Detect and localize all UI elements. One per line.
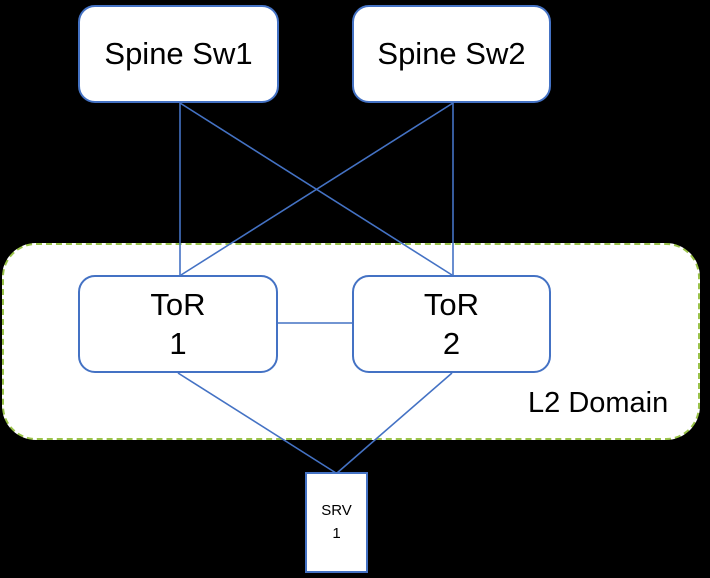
- tor-switch-2-label: 2: [442, 326, 461, 361]
- server-1-label: SRV: [321, 502, 352, 519]
- spine-switch-1-label: Spine Sw1: [104, 36, 253, 71]
- server-1[interactable]: SRV 1: [305, 472, 368, 573]
- link-tor1-srv1: [177, 372, 337, 474]
- tor-switch-1-label: ToR: [150, 286, 206, 322]
- l2-domain-label: L2 Domain: [528, 387, 669, 419]
- tor-switch-2[interactable]: ToR 2: [352, 275, 551, 373]
- tor-switch-1[interactable]: ToR 1: [78, 275, 278, 373]
- link-spine2-tor1: [180, 102, 454, 276]
- link-tor2-srv1: [336, 372, 453, 474]
- tor-switch-1-label: 1: [169, 326, 187, 361]
- tor-switch-2-label: ToR: [423, 286, 480, 322]
- spine-switch-2-label: Spine Sw2: [377, 36, 526, 71]
- spine-switch-1[interactable]: Spine Sw1: [78, 5, 279, 103]
- server-1-label: 1: [332, 524, 341, 542]
- spine-switch-2[interactable]: Spine Sw2: [352, 5, 551, 103]
